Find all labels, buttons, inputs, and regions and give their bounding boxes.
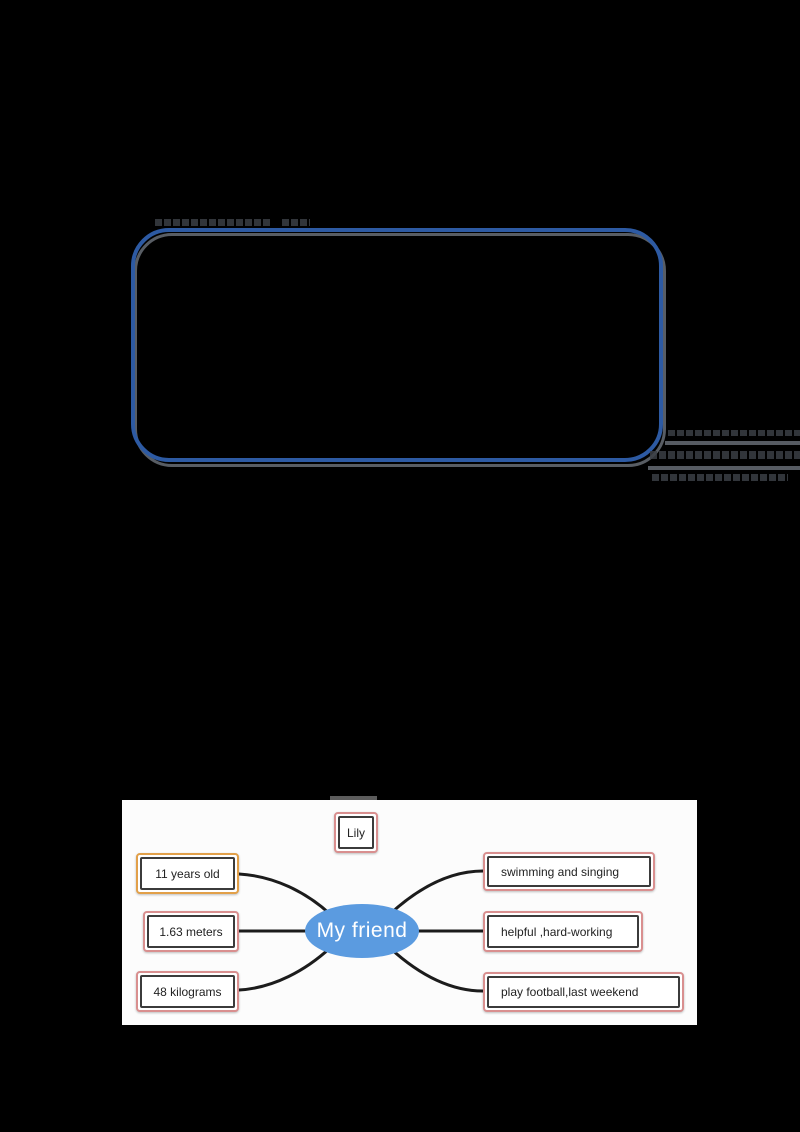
- scan-artifact: [330, 796, 377, 801]
- mindmap-node-height: 1.63 meters: [143, 911, 239, 952]
- mindmap-node-label: 48 kilograms: [140, 975, 235, 1008]
- mindmap-node-label: Lily: [338, 816, 374, 849]
- mindmap-node-traits: helpful ,hard-working: [483, 911, 643, 952]
- connector-activity: [388, 946, 485, 993]
- answer-box: [131, 228, 663, 462]
- mindmap-center-node: My friend: [305, 904, 419, 958]
- writing-line: [665, 441, 800, 445]
- mindmap-node-label: play football,last weekend: [487, 976, 680, 1008]
- mindmap-node-name: Lily: [334, 812, 378, 853]
- writing-line: [648, 466, 800, 470]
- answer-box-shadow: [134, 233, 666, 467]
- connector-weight: [237, 946, 332, 992]
- mindmap-node-weight: 48 kilograms: [136, 971, 239, 1012]
- illegible-heading-text: [155, 219, 270, 226]
- mindmap-node-label: swimming and singing: [487, 856, 651, 887]
- illegible-writing-text: [652, 474, 788, 481]
- mindmap-node-age: 11 years old: [136, 853, 239, 894]
- mindmap-panel: Lily 11 years old 1.63 meters 48 kilogra…: [122, 800, 697, 1025]
- mindmap-node-label: 1.63 meters: [147, 915, 235, 948]
- mindmap-node-label: helpful ,hard-working: [487, 915, 639, 948]
- connector-lines: [237, 869, 485, 993]
- mindmap-node-activity: play football,last weekend: [483, 972, 684, 1012]
- connector-hobbies: [388, 869, 485, 916]
- illegible-writing-text: [668, 430, 800, 436]
- connector-age: [237, 872, 332, 916]
- mindmap-node-label: 11 years old: [140, 857, 235, 890]
- illegible-writing-text: [650, 451, 800, 459]
- mindmap-node-hobbies: swimming and singing: [483, 852, 655, 891]
- illegible-heading-text: [282, 219, 310, 226]
